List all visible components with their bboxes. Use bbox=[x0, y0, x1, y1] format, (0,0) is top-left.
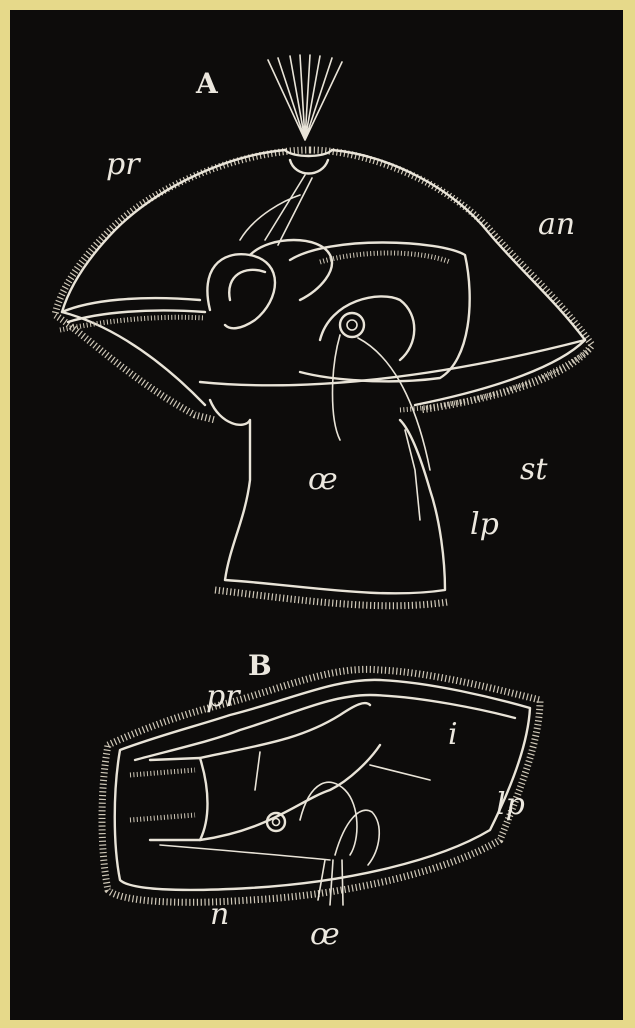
umbrella-outline bbox=[62, 150, 285, 405]
label-pr-b: pr bbox=[206, 682, 240, 712]
label-lp-a: lp bbox=[470, 510, 499, 540]
apical-tuft bbox=[268, 55, 342, 140]
panel-label-b: B bbox=[248, 652, 272, 680]
stomach bbox=[290, 243, 470, 382]
label-pr-a: pr bbox=[106, 150, 140, 180]
label-n: n bbox=[210, 900, 229, 930]
label-i: i bbox=[448, 720, 458, 750]
panel-a-drawing bbox=[55, 55, 592, 606]
label-lp-b: lp bbox=[496, 790, 525, 820]
prototroch-cilia bbox=[55, 150, 310, 420]
label-oe-a: œ bbox=[308, 465, 338, 495]
panel-b-drawing bbox=[102, 669, 540, 905]
panel-label-a: A bbox=[196, 70, 218, 98]
body-outline-b bbox=[115, 680, 530, 890]
prototroch-band-b bbox=[150, 758, 208, 840]
label-oe-b: œ bbox=[310, 920, 340, 950]
label-st: st bbox=[520, 455, 547, 485]
label-an: an bbox=[538, 210, 575, 240]
oesophagus-loop bbox=[207, 254, 275, 328]
